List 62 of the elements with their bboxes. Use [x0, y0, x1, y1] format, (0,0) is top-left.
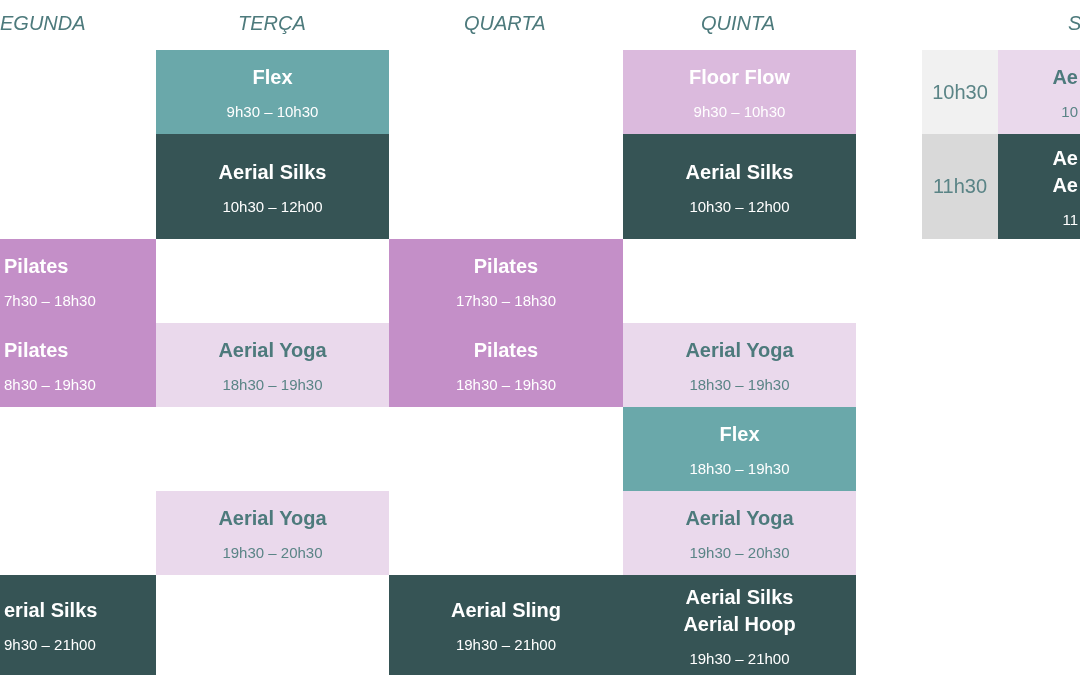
class-cell — [0, 575, 156, 675]
class-cell — [998, 50, 1080, 134]
class-time: 7h30 – 18h30 — [4, 292, 97, 309]
class-time: 9h30 – 10h30 — [225, 103, 320, 120]
class-time: 9h30 – 21h00 — [4, 636, 97, 653]
class-name: Pilates — [4, 338, 70, 363]
class-cell — [623, 50, 856, 134]
class-name: Pilates — [472, 254, 540, 279]
class-cell — [389, 323, 623, 407]
class-name: Aerial Sling — [450, 598, 562, 623]
class-cell — [156, 50, 389, 134]
day-header: QUINTA — [701, 12, 776, 35]
class-name: Aerial Silks — [684, 159, 795, 185]
time-cell — [922, 134, 998, 239]
class-name: Flex — [251, 65, 294, 90]
class-time: 11 — [1061, 211, 1078, 228]
day-header: EGUNDA — [0, 12, 86, 35]
class-cell — [389, 239, 623, 323]
class-cell — [623, 323, 856, 407]
class-name: erial Silks — [4, 598, 99, 623]
class-name: Ae Ae — [1051, 146, 1078, 198]
class-time: 18h30 – 19h30 — [454, 376, 558, 393]
class-time: 19h30 – 20h30 — [221, 544, 324, 561]
time-label: 11h30 — [932, 175, 988, 198]
class-name: Aerial Yoga — [217, 338, 328, 363]
class-name: Aerial Yoga — [684, 506, 795, 531]
class-time: 9h30 – 10h30 — [692, 103, 787, 120]
class-cell — [0, 239, 156, 323]
class-cell — [623, 134, 856, 239]
class-time: 18h30 – 19h30 — [221, 376, 324, 393]
class-cell — [389, 575, 623, 675]
class-time: 19h30 – 21h00 — [454, 636, 558, 653]
class-cell — [623, 407, 856, 491]
class-name: Aerial Yoga — [684, 338, 795, 363]
class-name: Flex — [718, 422, 761, 447]
class-time: 18h30 – 19h30 — [688, 376, 791, 393]
class-cell — [156, 491, 389, 575]
class-cell — [156, 134, 389, 239]
class-cell — [623, 575, 856, 675]
class-time: 10h30 – 12h00 — [221, 197, 324, 215]
class-time: 10h30 – 12h00 — [688, 197, 791, 215]
class-time: 17h30 – 18h30 — [454, 292, 558, 309]
class-cell — [998, 134, 1080, 239]
class-name: Aerial Silks — [217, 159, 328, 185]
class-name: Floor Flow — [687, 65, 792, 90]
class-name: Pilates — [4, 254, 70, 279]
class-name: Pilates — [472, 338, 540, 363]
time-cell — [922, 50, 998, 134]
class-cell — [156, 323, 389, 407]
class-name: Ae — [1051, 65, 1078, 90]
class-time: 18h30 – 19h30 — [688, 460, 791, 477]
class-name: Aerial Yoga — [217, 506, 328, 531]
time-label: 10h30 — [932, 80, 988, 104]
class-time: 10 — [1060, 103, 1078, 120]
class-time: 19h30 – 20h30 — [688, 544, 791, 561]
day-header: TERÇA — [238, 12, 306, 35]
day-header: QUARTA — [464, 12, 546, 35]
class-cell — [623, 491, 856, 575]
class-cell — [0, 323, 156, 407]
class-time: 8h30 – 19h30 — [4, 376, 97, 393]
class-name: Aerial Silks Aerial Hoop — [682, 584, 797, 637]
class-time: 19h30 – 21h00 — [688, 649, 791, 667]
